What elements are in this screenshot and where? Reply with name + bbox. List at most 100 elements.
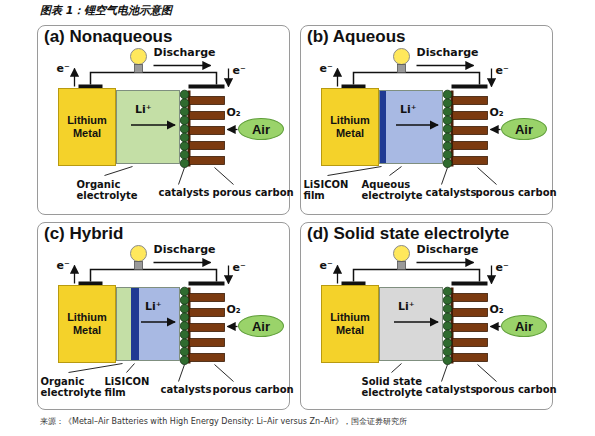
air-ellipse: Air [501,118,547,140]
catalyst-particle [443,125,452,134]
part-label: catalysts [426,187,477,198]
part-label: catalysts [159,187,210,198]
porous-carbon-bar [190,309,225,317]
part-label: Aqueous electrolyte [362,179,424,201]
part-label: porous carbon [213,187,294,198]
catalyst-particle [180,133,189,142]
catalyst-particle [180,304,189,313]
catalyst-particle [180,322,189,331]
leader-line [390,167,402,176]
air-ellipse: Air [238,315,284,337]
part-label: Organic electrolyte [41,376,101,398]
light-bulb [394,246,410,262]
electron-arrow [491,266,492,284]
air-ellipse: Air [238,118,284,140]
part-label: O₂ [490,304,504,316]
oxygen-arrow [228,129,238,130]
oxygen-arrow [491,129,501,130]
catalyst-particle [180,116,189,125]
leader-line [105,167,133,176]
bulb-base [398,262,406,270]
porous-carbon-bar [453,142,488,150]
discharge-arrow [154,65,211,66]
ion-label: Li⁺ [145,300,162,313]
oxygen-arrow [491,326,501,327]
electron-arrow [337,69,338,87]
leader-line [442,365,448,382]
part-label: catalysts [161,384,212,395]
catalyst-particle [443,142,452,151]
anode-label: Lithium Metal [62,114,112,139]
part-label: Solid state electrolyte [362,376,426,398]
cathode-tab [189,85,225,89]
porous-carbon-bar [190,112,225,120]
porous-carbon-bar [190,339,225,347]
part-label: LiSICON film [304,179,354,201]
source-caption: 来源：《Metal–Air Batteries with High Energy… [40,418,407,427]
ion-arrow-layer [380,91,442,163]
catalyst-particle [180,287,189,296]
leader-line [127,364,135,373]
catalyst-particle [180,356,189,365]
circuit-wire [354,270,480,282]
ion-arrow [396,124,438,125]
part-label: Organic electrolyte [77,179,139,201]
porous-carbon-bar [453,127,488,135]
catalyst-particle [443,304,452,313]
porous-carbon-bar [190,142,225,150]
bulb-base [135,262,143,270]
porous-carbon-bar [453,354,488,362]
air-ellipse: Air [501,315,547,337]
catalyst-particle [443,330,452,339]
circuit-wire [91,73,217,85]
catalyst-particle [443,347,452,356]
catalyst-particle [443,107,452,116]
part-label: catalysts [426,384,477,395]
part-label: O₂ [490,107,504,119]
catalyst-particle [180,142,189,151]
catalyst-particle [443,339,452,348]
catalyst-particle [443,296,452,305]
part-label: Discharge [417,244,479,256]
catalyst-particle [443,150,452,159]
oxygen-arrow [228,326,238,327]
air-label: Air [515,122,533,137]
air-label: Air [252,319,270,334]
porous-carbon-bar [190,294,225,302]
part-label: O₂ [227,304,241,316]
light-bulb [131,246,147,262]
part-label: e⁻ [57,260,70,272]
catalyst-particle [443,356,452,365]
catalyst-particle [180,159,189,168]
electron-arrow [74,69,75,87]
catalyst-particle [180,313,189,322]
ion-arrow-layer [380,288,442,360]
porous-carbon-bar [453,339,488,347]
porous-carbon-bar [453,112,488,120]
part-label: Discharge [154,244,216,256]
air-label: Air [515,319,533,334]
part-label: e⁻ [233,65,246,77]
electron-arrow [337,266,338,284]
leader-line [442,168,448,185]
part-label: porous carbon [476,384,557,395]
catalyst-particle [443,322,452,331]
leader-line [69,364,123,373]
cathode-tab [452,85,488,89]
part-label: e⁻ [320,63,333,75]
catalyst-particle [443,90,452,99]
catalyst-particle [180,330,189,339]
panel-title: (c) Hybrid [44,224,123,244]
cathode-tab [189,282,225,286]
catalyst-particle [443,99,452,108]
catalyst-particle [180,90,189,99]
catalyst-particle [180,347,189,356]
electron-arrow [228,266,229,284]
porous-carbon-bar [190,157,225,165]
cathode-tab [452,282,488,286]
electrolyte-layer: Li⁺ [116,287,180,361]
electron-arrow [491,69,492,87]
electrolyte-layer: Li⁺ [379,90,443,164]
part-label: Discharge [417,47,479,59]
